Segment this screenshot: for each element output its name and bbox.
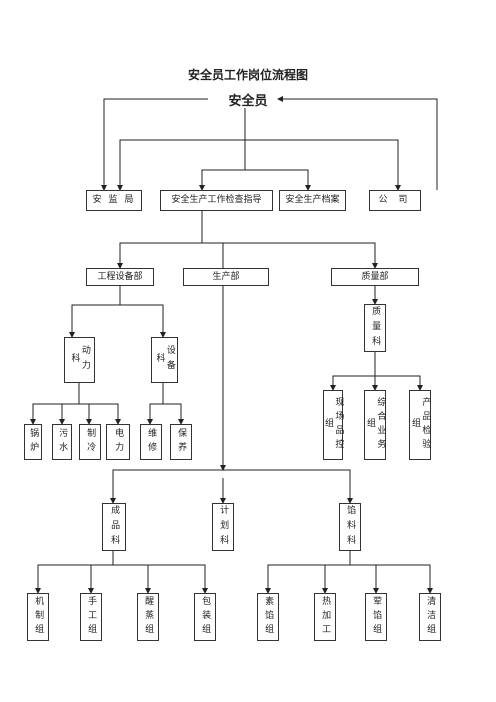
node-rejiagong: 热加工 (314, 593, 336, 641)
node-xingzheng-zu: 醒蒸组 (137, 593, 159, 641)
node-shengchanbu: 生产部 (183, 268, 269, 286)
node-chengpin-ke: 成品科 (102, 503, 126, 551)
node-jizhi-zu: 机制组 (27, 593, 49, 641)
node-jiancha-zhidao: 安全生产工作检查指导 (160, 190, 273, 211)
node-chanpin-jianyan: 产品检验组 (409, 390, 431, 460)
node-jihua-ke: 计划科 (212, 503, 234, 551)
root-node-anquanyuan: 安全员 (228, 94, 268, 109)
node-gongsi: 公 司 (369, 190, 421, 211)
node-qingjie-zu: 清洁组 (419, 593, 441, 641)
node-gongcheng-shebeibu: 工程设备部 (86, 268, 154, 286)
node-zhileng: 制冷 (79, 424, 101, 460)
node-zonghe-yewu: 综合业务组 (364, 390, 386, 460)
node-guolu: 锅炉 (24, 424, 42, 460)
node-baozhuang-zu: 包装组 (194, 593, 216, 641)
node-baoyang: 保养 (170, 424, 192, 460)
node-shebei-ke: 设备科 (151, 337, 178, 383)
node-zhiliangke: 质量科 (364, 304, 386, 352)
node-wushui: 污水 (52, 424, 72, 460)
node-anjianju: 安 监 局 (86, 190, 142, 211)
node-xianliao-ke: 馅料科 (339, 503, 361, 551)
node-hunxian-zu: 荤馅组 (365, 593, 387, 641)
node-suxian-zu: 素馅组 (257, 593, 279, 641)
node-weixiu: 维修 (140, 424, 162, 460)
page-title: 安全员工作岗位流程图 (187, 68, 308, 82)
node-dianli: 电力 (106, 424, 130, 460)
node-shougong-zu: 手工组 (80, 593, 102, 641)
node-zhiliangbu: 质量部 (331, 268, 419, 286)
node-xianchang-pinkong: 现场品控组 (323, 390, 343, 460)
node-dangan: 安全生产档案 (279, 190, 346, 211)
node-dongli-ke: 动力科 (64, 337, 95, 383)
